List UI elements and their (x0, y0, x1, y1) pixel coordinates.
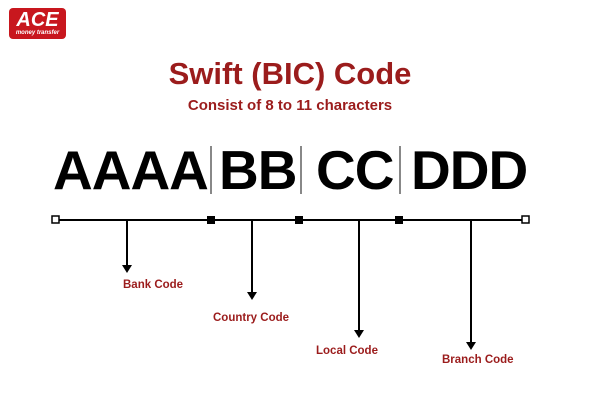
divider-marker (395, 216, 403, 224)
segment-branch: DDD (411, 139, 528, 201)
separator (210, 146, 212, 194)
page-title: Swift (BIC) Code (168, 56, 412, 91)
divider-marker (207, 216, 215, 224)
logo-tagline: money transfer (15, 30, 60, 36)
label-country-code: Country Code (213, 312, 290, 324)
ace-logo: ACE money transfer (9, 8, 66, 39)
divider-marker (295, 216, 303, 224)
arrow-branch (466, 220, 476, 350)
endpoint-square (51, 215, 60, 224)
arrow-local (354, 220, 364, 338)
separator (399, 146, 401, 194)
label-local-code: Local Code (316, 345, 378, 357)
arrow-country (247, 220, 257, 300)
segment-location: CC (316, 139, 394, 201)
arrow-bank (122, 220, 132, 273)
logo-brand: ACE (16, 9, 59, 31)
separator (300, 146, 302, 194)
label-bank-code: Bank Code (123, 279, 184, 291)
subtitle: Consist of 8 to 11 characters (187, 97, 393, 114)
segment-country: BB (219, 139, 297, 201)
label-branch-code: Branch Code (442, 354, 514, 366)
segment-bank: AAAA (53, 139, 209, 201)
endpoint-square (521, 215, 530, 224)
